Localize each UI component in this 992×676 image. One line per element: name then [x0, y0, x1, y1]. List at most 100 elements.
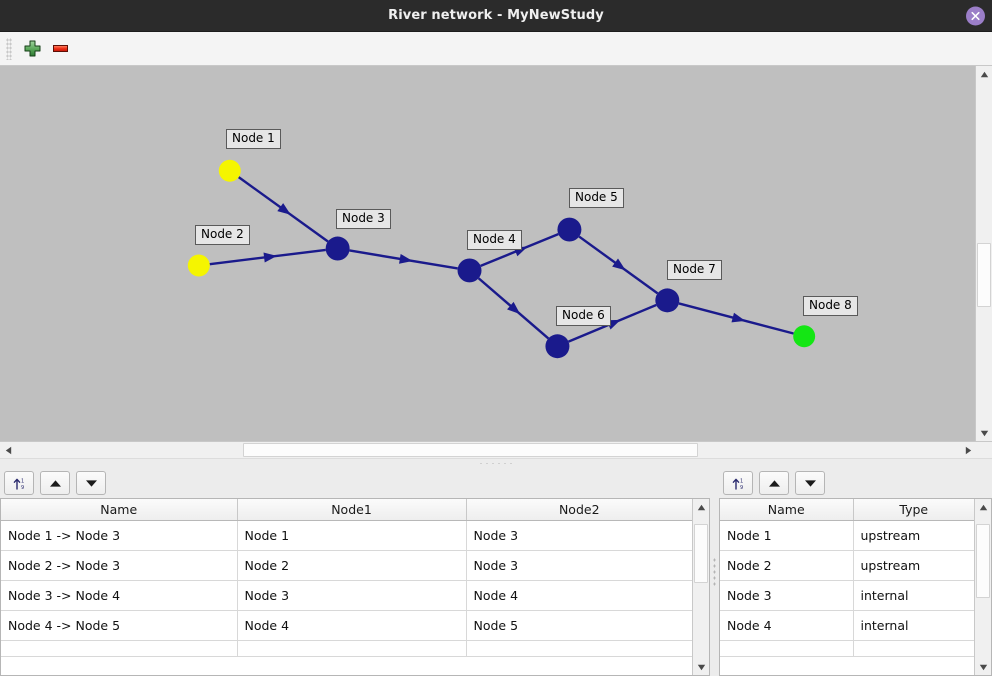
table-row-empty[interactable] — [1, 640, 692, 657]
nodes-column-header[interactable]: Name — [720, 499, 854, 521]
scroll-down-icon[interactable] — [975, 659, 991, 675]
nodes-cell[interactable]: Node 3 — [720, 580, 854, 611]
nodes-cell-empty[interactable] — [853, 640, 974, 657]
graph-node[interactable] — [187, 254, 210, 277]
nodes-move-up-button[interactable] — [759, 471, 789, 495]
reaches-cell-empty[interactable] — [237, 640, 467, 657]
reaches-cell[interactable]: Node 3 — [466, 550, 692, 581]
reaches-cell-empty[interactable] — [1, 640, 238, 657]
reaches-column-header[interactable]: Node2 — [466, 499, 692, 521]
graph-node[interactable] — [545, 334, 570, 359]
reaches-cell[interactable]: Node 3 — [237, 580, 467, 611]
graph-hscroll-thumb[interactable] — [242, 443, 698, 457]
graph-node-label[interactable]: Node 5 — [569, 188, 624, 208]
graph-node[interactable] — [457, 258, 482, 283]
graph-horizontal-scrollbar[interactable] — [0, 441, 992, 458]
scroll-up-icon[interactable] — [975, 499, 991, 515]
window-title: River network - MyNewStudy — [388, 8, 604, 23]
reaches-cell[interactable]: Node 2 — [237, 550, 467, 581]
title-bar: River network - MyNewStudy — [0, 0, 992, 32]
graph-node-label[interactable]: Node 1 — [226, 129, 281, 149]
graph-node[interactable] — [655, 288, 680, 313]
vertical-splitter[interactable] — [710, 468, 719, 676]
reaches-cell[interactable]: Node 3 — [466, 520, 692, 551]
graph-node[interactable] — [793, 325, 816, 348]
graph-vertical-scrollbar[interactable] — [975, 66, 992, 441]
graph-node-label[interactable]: Node 6 — [556, 306, 611, 326]
nodes-cell-empty[interactable] — [720, 640, 854, 657]
nodes-cell[interactable]: Node 1 — [720, 520, 854, 551]
graph-node-label[interactable]: Node 4 — [467, 230, 522, 250]
reaches-move-down-button[interactable] — [76, 471, 106, 495]
graph-node-label[interactable]: Node 7 — [667, 260, 722, 280]
nodes-cell[interactable]: upstream — [853, 520, 974, 551]
reaches-cell[interactable]: Node 4 -> Node 5 — [1, 610, 238, 641]
reaches-vertical-scrollbar[interactable] — [692, 499, 709, 675]
network-graph-canvas[interactable]: Node 1 Node 2 Node 3 Node 4 Node 5 Node 6 Node… — [0, 66, 975, 441]
graph-vscroll-thumb[interactable] — [977, 243, 991, 307]
nodes-cell[interactable]: upstream — [853, 550, 974, 581]
reaches-cell[interactable]: Node 4 — [466, 580, 692, 611]
graph-node[interactable] — [325, 236, 350, 261]
horizontal-splitter[interactable] — [0, 458, 992, 468]
graph-node[interactable] — [557, 217, 582, 242]
sort-ascending-icon: 1 9 — [13, 478, 24, 491]
reaches-move-up-button[interactable] — [40, 471, 70, 495]
nodes-vscroll-thumb[interactable] — [976, 523, 990, 598]
scroll-up-icon[interactable] — [693, 499, 709, 515]
nodes-sort-button[interactable]: 1 9 — [723, 471, 753, 495]
graph-node-label[interactable]: Node 8 — [803, 296, 858, 316]
remove-node-button[interactable] — [46, 35, 74, 63]
close-icon[interactable] — [966, 6, 985, 25]
graph-node-label[interactable]: Node 3 — [336, 209, 391, 229]
nodes-column-header[interactable]: Type — [853, 499, 974, 521]
add-node-button[interactable] — [18, 35, 46, 63]
graph-node[interactable] — [218, 159, 241, 182]
scroll-down-icon[interactable] — [976, 425, 992, 441]
nodes-cell[interactable]: Node 4 — [720, 610, 854, 641]
reaches-column-header[interactable]: Name — [1, 499, 238, 521]
reaches-vscroll-thumb[interactable] — [694, 523, 708, 584]
table-row-empty[interactable] — [720, 640, 974, 657]
reaches-cell-empty[interactable] — [466, 640, 692, 657]
reaches-cell[interactable]: Node 4 — [237, 610, 467, 641]
nodes-vertical-scrollbar[interactable] — [974, 499, 991, 675]
scroll-left-icon[interactable] — [0, 442, 16, 458]
reaches-cell[interactable]: Node 5 — [466, 610, 692, 641]
graph-vscroll-track[interactable] — [976, 82, 992, 425]
reaches-sort-button[interactable]: 1 9 — [4, 471, 34, 495]
reaches-cell[interactable]: Node 1 — [237, 520, 467, 551]
reaches-cell[interactable]: Node 3 -> Node 4 — [1, 580, 238, 611]
graph-node-label[interactable]: Node 2 — [195, 225, 250, 245]
plus-icon — [24, 40, 40, 57]
scroll-down-icon[interactable] — [693, 659, 709, 675]
nodes-cell[interactable]: Node 2 — [720, 550, 854, 581]
reaches-cell[interactable]: Node 1 -> Node 3 — [1, 520, 238, 551]
scroll-right-icon[interactable] — [960, 442, 976, 458]
reaches-column-header[interactable]: Node1 — [237, 499, 467, 521]
nodes-vscroll-track[interactable] — [975, 515, 991, 659]
edge-arrow-icon — [507, 301, 521, 315]
reaches-vscroll-track[interactable] — [693, 515, 709, 659]
graph-hscroll-track[interactable] — [16, 442, 960, 458]
scroll-up-icon[interactable] — [976, 66, 992, 82]
nodes-cell[interactable]: internal — [853, 580, 974, 611]
nodes-cell[interactable]: internal — [853, 610, 974, 641]
reaches-cell[interactable]: Node 2 -> Node 3 — [1, 550, 238, 581]
toolbar-grip[interactable] — [6, 37, 12, 60]
nodes-move-down-button[interactable] — [795, 471, 825, 495]
